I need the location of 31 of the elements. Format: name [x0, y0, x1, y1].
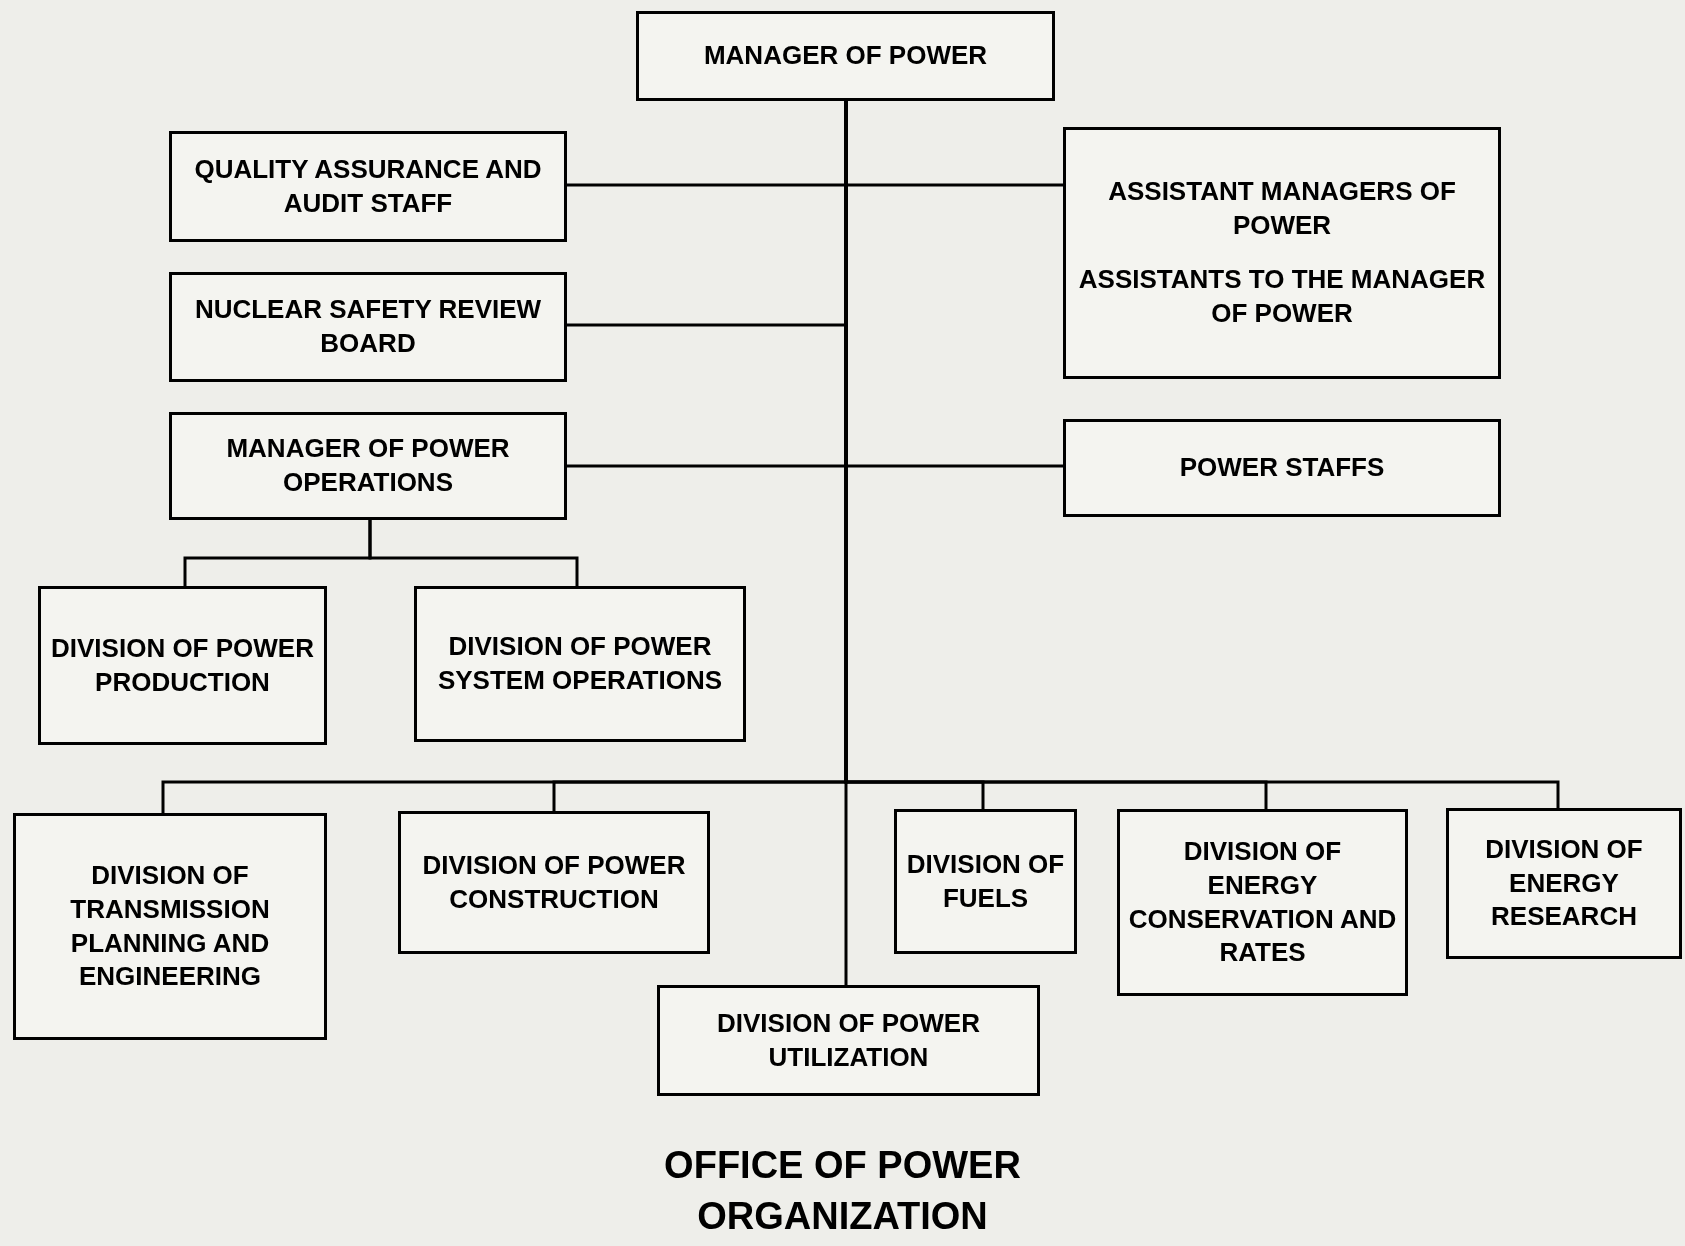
org-box [169, 131, 567, 242]
box-label: DIVISION OF POWER UTILIZATION [716, 1006, 981, 1074]
box-label: DIVISION OF FUELS [905, 847, 1066, 915]
box-label: NUCLEAR SAFETY REVIEW BOARD [193, 293, 543, 360]
org-box [1117, 809, 1408, 996]
org-box [1446, 808, 1682, 959]
org-box [169, 272, 567, 382]
org-box [1063, 419, 1501, 517]
box-label: MANAGER OF POWER [703, 39, 988, 73]
box-label: DIVISION OF ENERGY CONSERVATION AND RATES [1128, 834, 1397, 970]
box-label: DIVISION OF ENERGY RESEARCH [1484, 832, 1644, 934]
org-box [894, 809, 1077, 954]
diagram-caption: OFFICE OF POWER ORGANIZATION [663, 1143, 1022, 1240]
org-box [636, 11, 1055, 101]
org-box [1063, 127, 1501, 379]
box-label: ASSISTANT MANAGERS OF POWER [1107, 175, 1457, 243]
org-box [657, 985, 1040, 1096]
org-box [38, 586, 327, 745]
org-box [414, 586, 746, 742]
box-label: DIVISION OF POWER PRODUCTION [50, 631, 315, 699]
org-box [13, 813, 327, 1040]
box-label: MANAGER OF POWER OPERATIONS [225, 432, 511, 499]
org-box [169, 412, 567, 520]
org-box [398, 811, 710, 954]
box-label: QUALITY ASSURANCE AND AUDIT STAFF [193, 152, 543, 220]
box-label: POWER STAFFS [1179, 451, 1385, 485]
box-label: DIVISION OF POWER SYSTEM OPERATIONS [436, 630, 724, 697]
connector-line [368, 520, 579, 586]
box-label: DIVISION OF POWER CONSTRUCTION [421, 848, 687, 916]
box-label: DIVISION OF TRANSMISSION PLANNING AND ENGINEERING [69, 858, 271, 994]
box-label: ASSISTANTS TO THE MANAGER OF POWER [1077, 263, 1487, 330]
